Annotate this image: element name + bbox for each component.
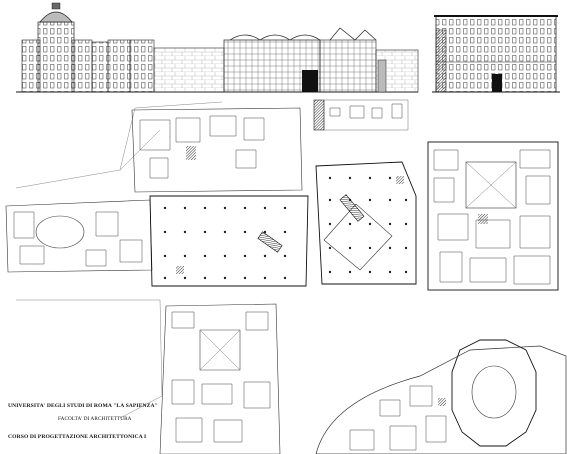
small-section-detail xyxy=(313,99,409,131)
street-elevation xyxy=(16,2,419,93)
lower-blocks-plan xyxy=(159,303,281,454)
new-building-elevation xyxy=(153,27,419,93)
university-name: UNIVERSITA' DEGLI STUDI DI ROMA "LA SAPI… xyxy=(8,403,158,409)
title-block: UNIVERSITA' DEGLI STUDI DI ROMA "LA SAPI… xyxy=(4,389,162,449)
pavilion-plan xyxy=(315,161,417,285)
palazzo-elevation xyxy=(432,15,560,93)
new-building-plan xyxy=(149,195,309,287)
existing-blocks-plan xyxy=(5,107,303,273)
building-elevation-c xyxy=(129,39,155,93)
domed-church-plan xyxy=(315,339,567,454)
building-elevation-b xyxy=(107,39,131,93)
course-name: CORSO DI PROGETTAZIONE ARCHITETTONICA I xyxy=(8,434,147,440)
faculty-name: FACOLTA' DI ARCHITETTURA xyxy=(58,416,132,422)
church-dome-elevation xyxy=(21,2,93,93)
palazzo-plan xyxy=(427,141,559,291)
building-elevation-a xyxy=(91,41,109,93)
